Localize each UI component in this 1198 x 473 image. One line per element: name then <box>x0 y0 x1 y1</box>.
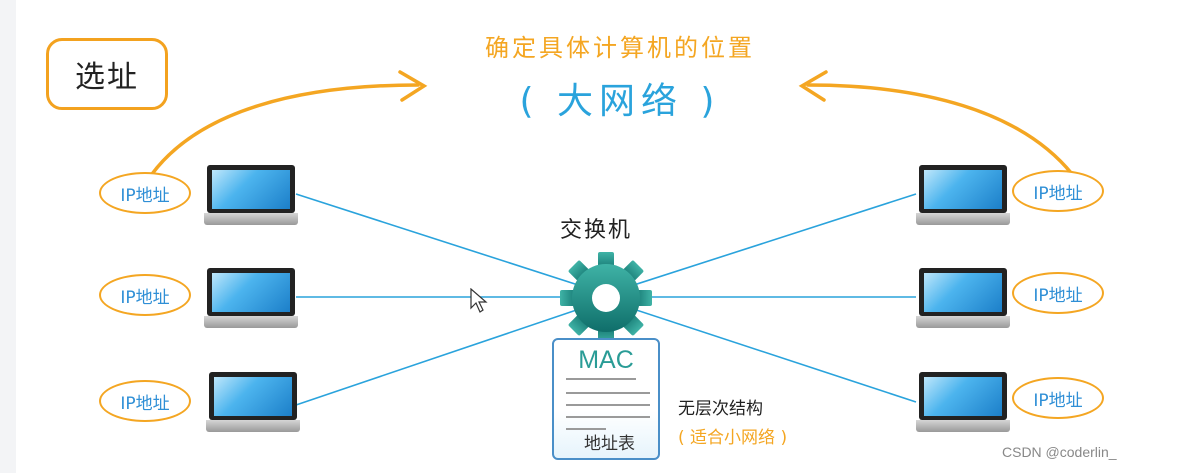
watermark: CSDN @coderlin_ <box>1002 444 1117 460</box>
headline: 确定具体计算机的位置 <box>420 28 820 63</box>
arrow-right-curve <box>808 85 1072 174</box>
subline: ( 大网络 ) <box>420 72 820 124</box>
mac-table-footer: 地址表 <box>584 429 635 454</box>
laptop-icon <box>916 372 1010 434</box>
no-hierarchy-note: 无层次结构 <box>678 394 763 419</box>
mac-table-title: MAC <box>554 346 658 375</box>
ip-address-label-left-2: IP地址 <box>99 274 191 316</box>
laptop-icon <box>204 165 298 227</box>
mac-address-table-document-icon: MAC 地址表 <box>552 338 660 460</box>
laptop-icon <box>916 268 1010 330</box>
ip-address-label-left-3: IP地址 <box>99 380 191 422</box>
select-address-badge: 选址 <box>46 38 168 110</box>
laptop-icon <box>916 165 1010 227</box>
small-network-note: ( 适合小网络 ) <box>678 423 787 448</box>
ip-address-label-right-1: IP地址 <box>1012 170 1104 212</box>
gear-icon <box>556 248 656 348</box>
switch-label: 交换机 <box>560 212 632 244</box>
ip-address-label-right-2: IP地址 <box>1012 272 1104 314</box>
arrow-left-curve <box>152 85 418 174</box>
ip-address-label-left-1: IP地址 <box>99 172 191 214</box>
laptop-icon <box>204 268 298 330</box>
cursor-icon <box>470 288 488 314</box>
ip-address-label-right-3: IP地址 <box>1012 377 1104 419</box>
laptop-icon <box>206 372 300 434</box>
